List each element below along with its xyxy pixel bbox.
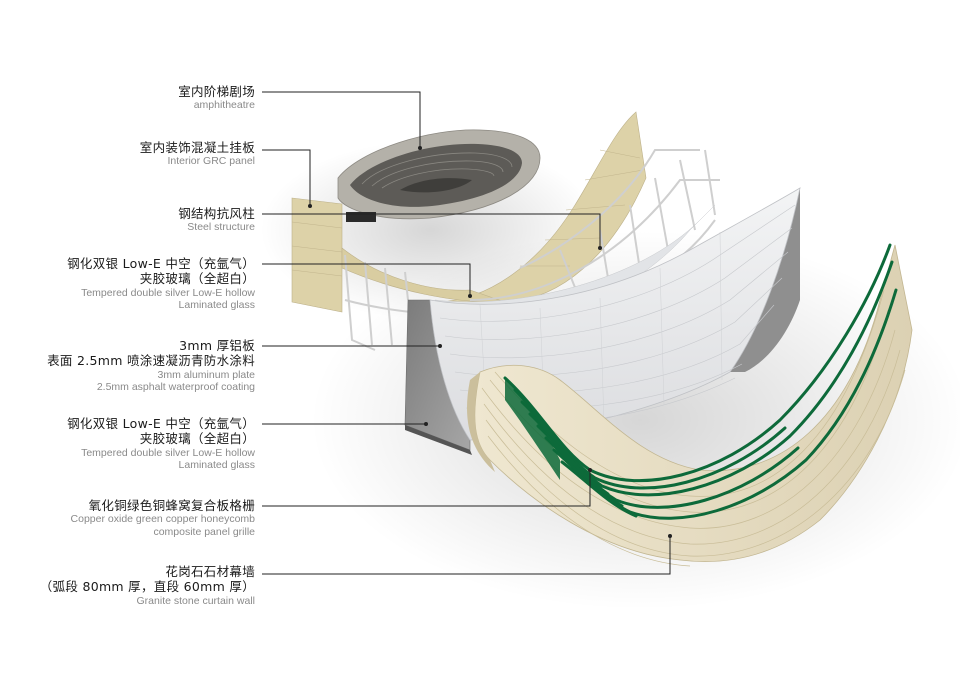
copper-grille-layer: [503, 243, 898, 520]
callout-4-en-line-2: Laminated glass: [178, 299, 255, 312]
callout-2-zh-line-1: 室内装饰混凝土挂板: [139, 140, 255, 155]
leader-line-8: [262, 536, 671, 575]
leader-lines: [262, 91, 672, 575]
amphitheatre-seats: [350, 143, 522, 207]
callout-4-zh-line-1: 钢化双银 Low-E 中空（充氩气）: [67, 256, 255, 271]
leader-line-4: [262, 263, 471, 296]
grc-left-strip: [291, 197, 343, 313]
callout-7-zh-line-1: 氧化铜绿色铜蜂窝复合板格栅: [88, 498, 255, 513]
leader-dot-6: [424, 422, 428, 426]
leader-dot-3: [598, 246, 602, 250]
callout-7-en-line-1: Copper oxide green copper honeycomb: [70, 513, 255, 526]
callout-6-zh-line-1: 钢化双银 Low-E 中空（充氩气）: [67, 416, 255, 431]
grc-panel-layer: [291, 111, 647, 313]
callout-6-en-line-2: Laminated glass: [178, 459, 255, 472]
callout-3-en-line-1: Steel structure: [187, 221, 255, 234]
aluminum-panel-right: [730, 188, 800, 372]
callout-1-zh-line-1: 室内阶梯剧场: [178, 84, 255, 99]
leader-line-2: [262, 149, 311, 206]
leader-line-3: [262, 213, 601, 248]
callout-8-en-line-1: Granite stone curtain wall: [136, 594, 255, 607]
callout-5-en-line-2: 2.5mm asphalt waterproof coating: [96, 381, 255, 394]
callout-6-zh-line-2: 夹胶玻璃（全超白）: [139, 431, 255, 447]
leader-dot-1: [418, 146, 422, 150]
callout-5-zh-line-2: 表面 2.5mm 喷涂速凝沥青防水涂料: [47, 353, 255, 369]
callout-5-zh-line-1: 3mm 厚铝板: [179, 338, 255, 353]
callout-8-zh-line-1: 花岗石石材幕墙: [165, 564, 255, 579]
leader-dot-4: [468, 294, 472, 298]
leader-dot-8: [668, 534, 672, 538]
leader-line-1: [262, 91, 421, 148]
leader-line-7: [262, 470, 591, 507]
callout-3-zh-line-1: 钢结构抗风柱: [178, 206, 255, 221]
callout-1-en-line-1: amphitheatre: [193, 99, 255, 112]
callout-label-8: 花岗石石材幕墙（弧段 80mm 厚，直段 60mm 厚）Granite ston…: [40, 564, 255, 607]
callout-label-6: 钢化双银 Low-E 中空（充氩气）夹胶玻璃（全超白）Tempered doub…: [67, 416, 255, 472]
leader-dot-7: [588, 468, 592, 472]
callout-6-en-line-1: Tempered double silver Low-E hollow: [81, 446, 255, 459]
callout-5-en-line-1: 3mm aluminum plate: [157, 368, 255, 381]
granite-inner-face: [467, 372, 495, 472]
aluminum-base-edge: [405, 425, 472, 455]
callout-4-en-line-1: Tempered double silver Low-E hollow: [81, 286, 255, 299]
grc-right-fin: [437, 111, 647, 303]
amphitheatre-stage-block: [346, 212, 376, 222]
amphitheatre: [337, 129, 541, 222]
leader-dot-2: [308, 204, 312, 208]
callout-2-en-line-1: Interior GRC panel: [167, 155, 255, 168]
copper-grille-fill: [505, 378, 560, 480]
callout-4-zh-line-2: 夹胶玻璃（全超白）: [139, 271, 255, 287]
callout-7-en-line-2: composite panel grille: [153, 526, 255, 539]
callout-8-zh-line-2: （弧段 80mm 厚，直段 60mm 厚）: [39, 579, 255, 595]
leader-dot-5: [438, 344, 442, 348]
callout-label-4: 钢化双银 Low-E 中空（充氩气）夹胶玻璃（全超白）Tempered doub…: [67, 256, 255, 312]
